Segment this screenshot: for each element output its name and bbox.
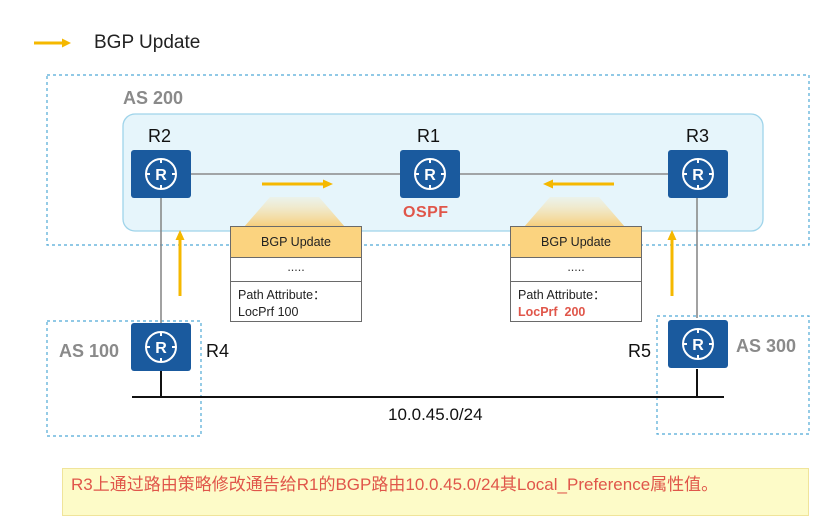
legend-label: BGP Update xyxy=(94,32,201,53)
update-card-dots: ..... xyxy=(511,258,641,282)
router-label-r4: R4 xyxy=(206,341,230,361)
router-label-r2: R2 xyxy=(148,126,172,146)
ospf-label: OSPF xyxy=(403,204,449,221)
update-glow-right xyxy=(524,197,625,227)
router-label-r5: R5 xyxy=(628,341,652,361)
svg-text:R: R xyxy=(155,340,167,357)
router-r3-icon[interactable]: R xyxy=(668,150,728,198)
svg-text:R: R xyxy=(424,167,436,184)
update-glow-left xyxy=(244,197,345,227)
router-label-r1: R1 xyxy=(417,126,441,146)
note-text: R3上通过路由策略修改通告给R1的BGP路由10.0.45.0/24其Local… xyxy=(62,468,809,516)
update-arrow-r2-to-r1 xyxy=(262,179,333,189)
router-r2-icon[interactable]: R xyxy=(131,150,191,198)
update-card-title: BGP Update xyxy=(511,227,641,258)
router-r5-icon[interactable]: R xyxy=(668,320,728,368)
update-arrow-r4-to-r2 xyxy=(175,230,185,296)
update-arrow-r5-to-r3 xyxy=(667,230,677,296)
update-card-r3: BGP Update ..... Path Attribute： LocPrf … xyxy=(510,226,642,322)
update-arrow-r3-to-r1 xyxy=(543,179,614,189)
router-r4-icon[interactable]: R xyxy=(131,323,191,371)
as100-label: AS 100 xyxy=(59,341,120,361)
path-attribute-label: Path Attribute： xyxy=(238,288,326,302)
as200-zone xyxy=(46,74,810,246)
update-card-title: BGP Update xyxy=(231,227,361,258)
router-label-r3: R3 xyxy=(686,126,710,146)
update-card-dots: ..... xyxy=(231,258,361,282)
as300-label: AS 300 xyxy=(736,336,797,356)
svg-text:R: R xyxy=(155,167,167,184)
as100-zone xyxy=(46,320,202,437)
locprf-value-highlighted: LocPrf 200 xyxy=(518,305,586,319)
legend-arrow-icon xyxy=(34,38,71,48)
path-attribute-label: Path Attribute： xyxy=(518,288,606,302)
locprf-value: LocPrf 100 xyxy=(238,305,299,319)
svg-text:R: R xyxy=(692,167,704,184)
svg-text:R: R xyxy=(692,337,704,354)
as300-zone xyxy=(656,315,810,435)
as200-label: AS 200 xyxy=(123,88,184,108)
update-card-r2: BGP Update ..... Path Attribute： LocPrf … xyxy=(230,226,362,322)
router-r1-icon[interactable]: R xyxy=(400,150,460,198)
subnet-label: 10.0.45.0/24 xyxy=(388,405,483,424)
